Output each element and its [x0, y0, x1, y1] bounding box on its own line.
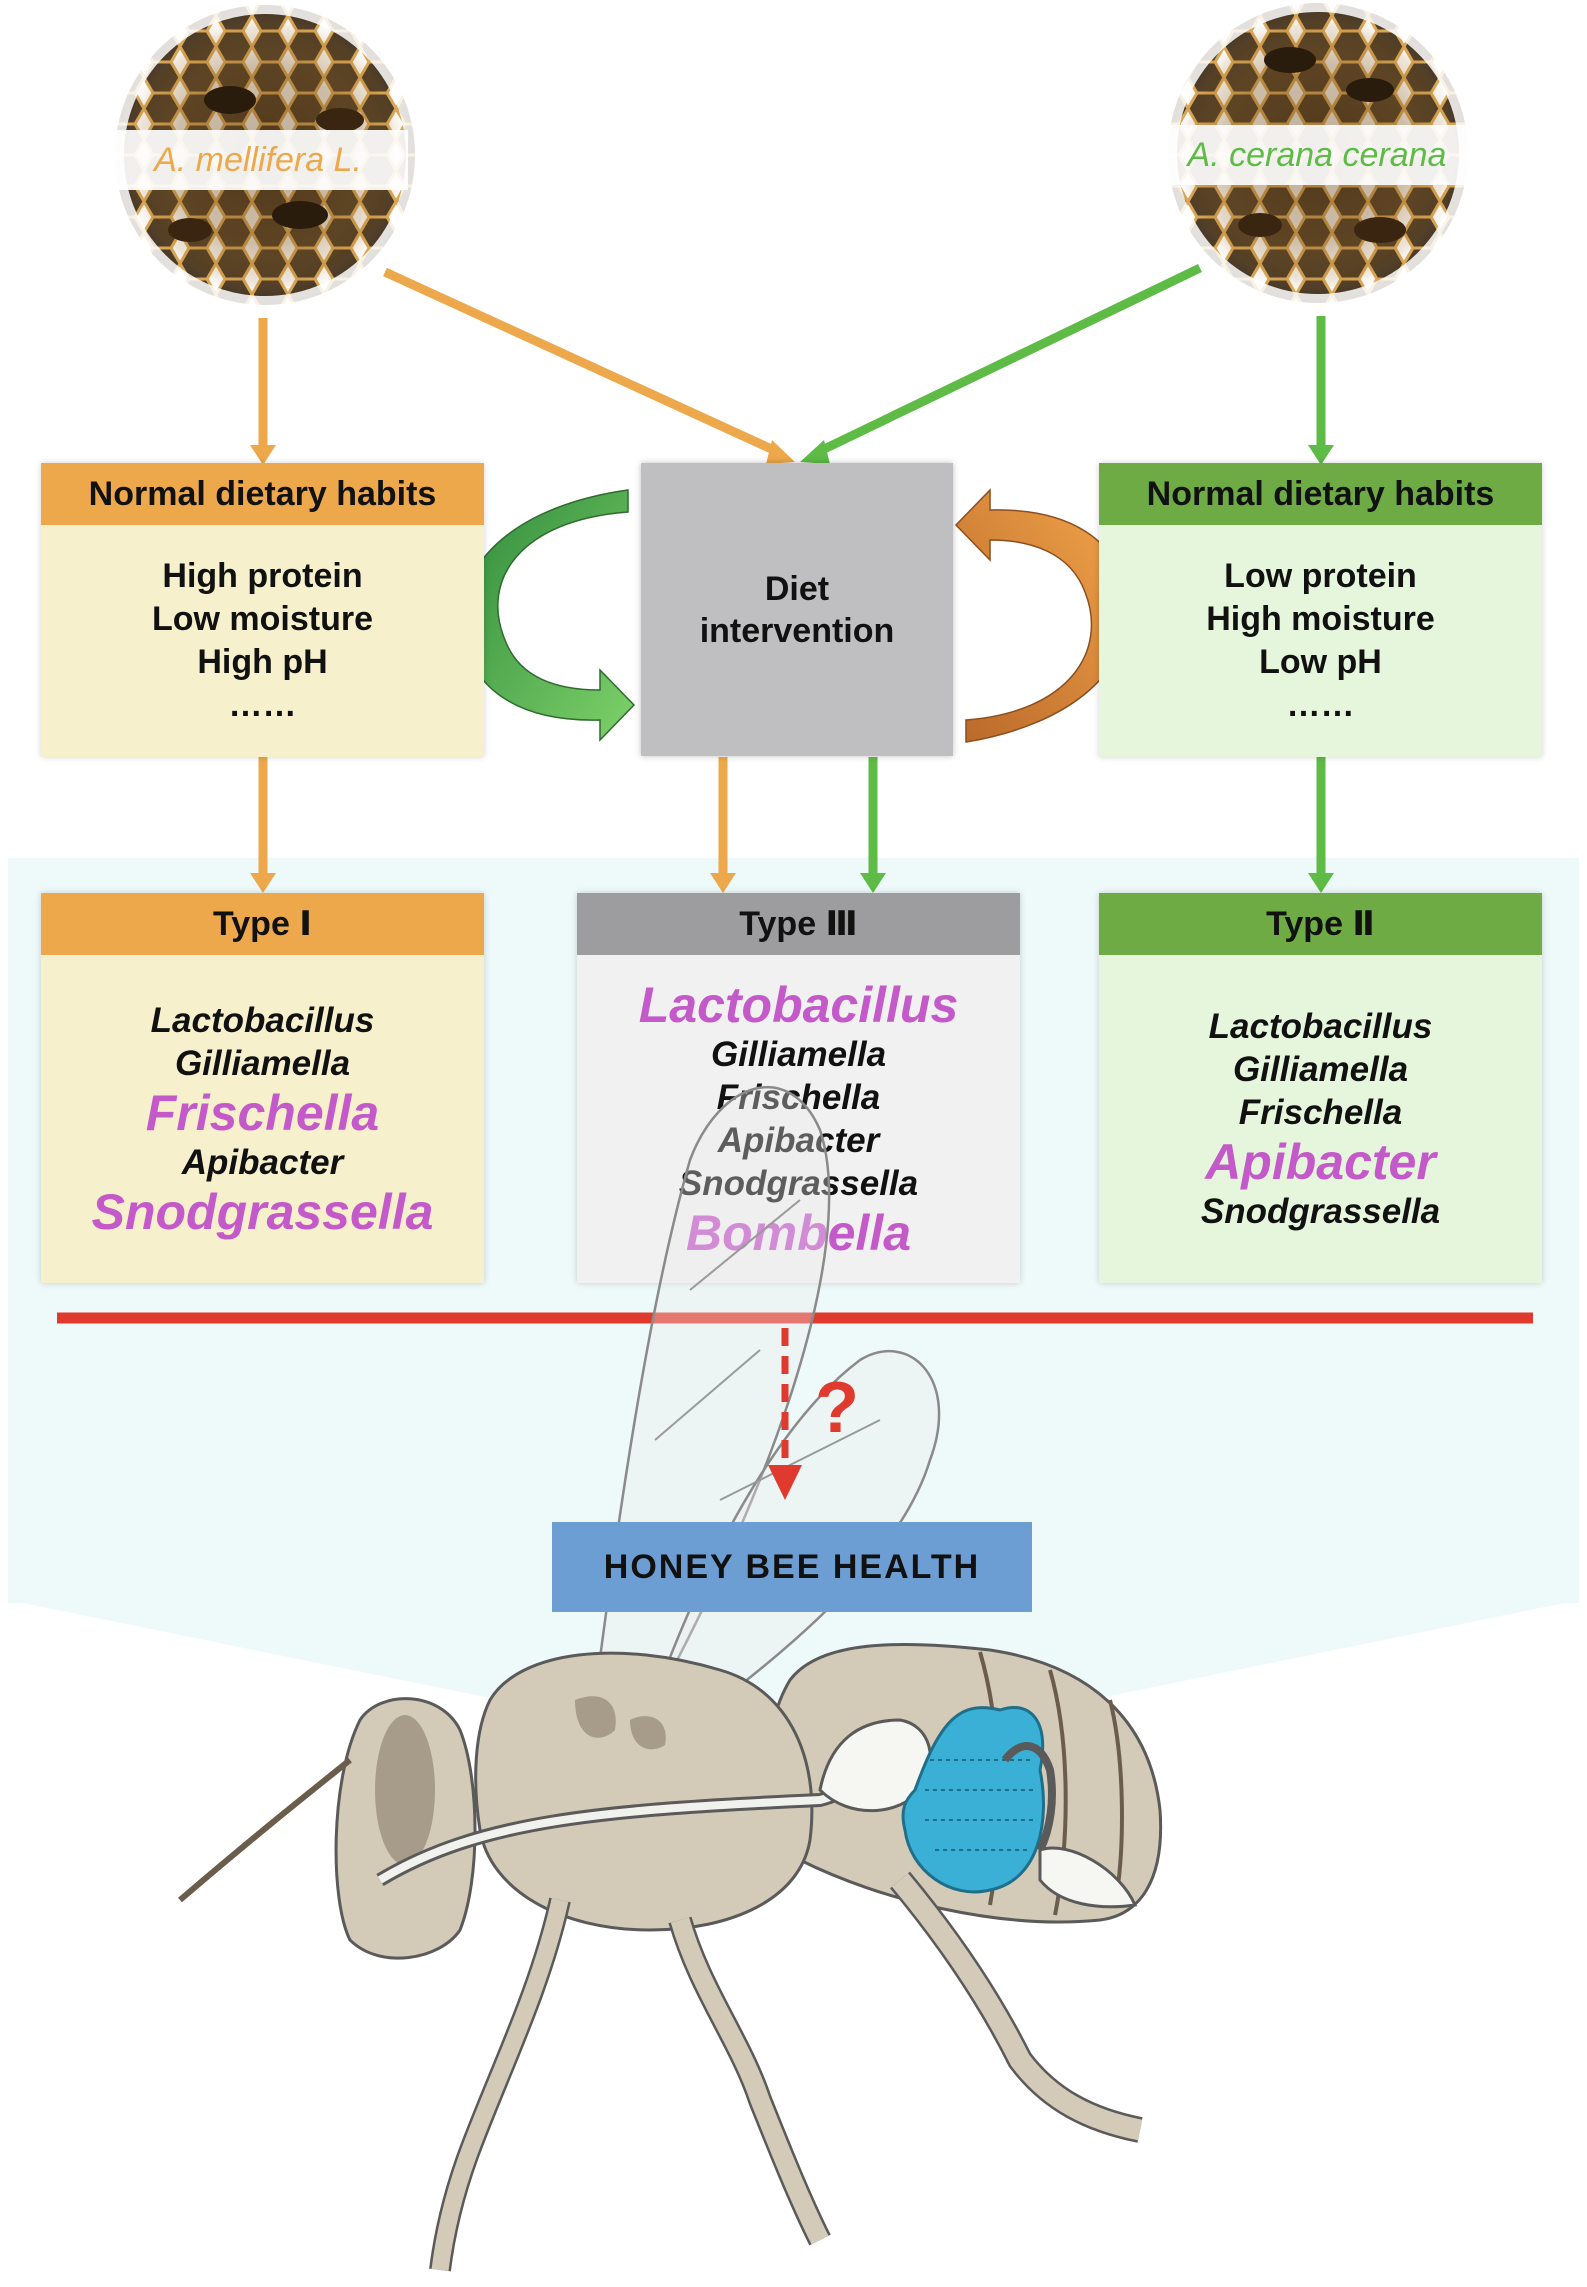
genus-label: Frischella: [1238, 1093, 1403, 1132]
honey-bee-health-label: HONEY BEE HEALTH: [603, 1547, 981, 1586]
type1-title: Type Ⅰ: [41, 893, 484, 955]
species-label-cerana: A. cerana cerana: [1152, 125, 1482, 185]
arrow-habits-right-to-type2: [1308, 757, 1334, 893]
honey-bee-health-box: HONEY BEE HEALTH: [552, 1522, 1032, 1612]
habit-line: Low moisture: [151, 600, 374, 638]
arrow-left-to-habits: [250, 318, 276, 465]
genus-label: Apibacter: [717, 1121, 880, 1160]
arrow-diet-to-type3-orange: [710, 757, 736, 893]
habits-box-left: Normal dietary habits High protein Low m…: [41, 463, 484, 757]
genus-label: Bombella: [685, 1205, 912, 1261]
panel-taper: [8, 1600, 1579, 1700]
habit-line: ……: [228, 686, 297, 724]
habit-line: Low pH: [1259, 643, 1382, 681]
arrow-diet-to-type3-green: [860, 757, 886, 893]
arrow-right-to-diet: [800, 263, 1202, 464]
habits-title-right: Normal dietary habits: [1099, 463, 1542, 525]
genus-label: Snodgrassella: [91, 1183, 434, 1240]
arrow-right-to-habits: [1308, 316, 1334, 465]
genus-label: Frischella: [145, 1084, 380, 1141]
genus-label: Apibacter: [1205, 1134, 1436, 1190]
habits-list-left: High protein Low moisture High pH ……: [41, 525, 484, 757]
question-mark: ?: [815, 1368, 859, 1448]
genus-label: Snodgrassella: [1200, 1192, 1441, 1231]
arrow-habits-left-to-type1: [250, 757, 276, 893]
genus-label: Lactobacillus: [150, 1000, 375, 1040]
genus-label: Lactobacillus: [638, 977, 959, 1033]
habit-line: High protein: [162, 557, 363, 595]
genus-label: Snodgrassella: [678, 1164, 919, 1203]
habits-title-left: Normal dietary habits: [41, 463, 484, 525]
cycle-arrow-green: [460, 489, 636, 742]
habit-line: Low protein: [1224, 557, 1417, 595]
genus-label: Gilliamella: [1232, 1050, 1409, 1089]
diet-line-1: Diet: [764, 569, 830, 608]
diet-line-2: intervention: [699, 611, 895, 650]
arrow-left-to-diet: [383, 267, 795, 464]
genus-label: Apibacter: [181, 1142, 344, 1182]
habit-line: High pH: [197, 643, 328, 681]
genus-label: Gilliamella: [174, 1043, 351, 1083]
type2-title: Type Ⅱ: [1099, 893, 1542, 955]
habit-line: ……: [1286, 686, 1355, 724]
habit-line: High moisture: [1206, 600, 1435, 638]
habits-list-right: Low protein High moisture Low pH ……: [1099, 525, 1542, 757]
genus-label: Frischella: [716, 1078, 881, 1117]
habits-box-right: Normal dietary habits Low protein High m…: [1099, 463, 1542, 757]
diet-intervention-box: Diet intervention: [641, 463, 953, 756]
species-label-mellifera: A. mellifera L.: [108, 130, 408, 190]
genus-label: Gilliamella: [710, 1035, 887, 1074]
type3-title: Type Ⅲ: [577, 893, 1020, 955]
genus-label: Lactobacillus: [1208, 1007, 1433, 1046]
